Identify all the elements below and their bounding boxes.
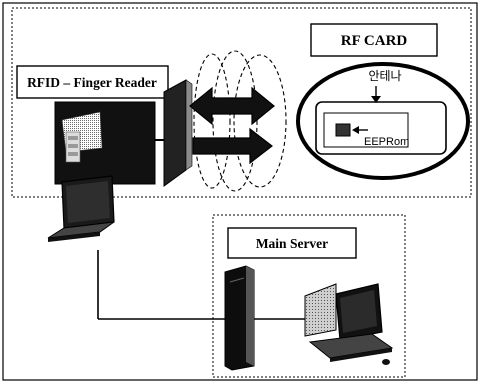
workstation-tower [305,284,336,336]
rf-card-label: RF CARD [341,33,408,49]
workstation-keyboard [310,334,392,358]
antenna-label: 안테나 [368,69,401,83]
server-label-box: Main Server [228,228,356,258]
reader-device [55,102,172,184]
mouse [382,359,390,365]
eeprom-chip [336,124,350,136]
laptop-computer [48,176,114,242]
right-arrow [193,129,272,163]
server-label: Main Server [256,236,328,251]
network-cable [98,250,305,319]
server-tower [225,266,254,370]
rf-card-illustration: 안테나 EEPRom [298,64,468,178]
bidirectional-arrow [190,88,274,124]
reader-label: RFID – Finger Reader [27,75,157,90]
workstation [305,284,392,365]
reader-antenna-panel [164,80,192,186]
eeprom-label: EEPRom [364,136,409,148]
communication-arrows [190,88,274,163]
rf-card-label-box: RF CARD [311,24,437,56]
reader-label-box: RFID – Finger Reader [17,66,168,98]
